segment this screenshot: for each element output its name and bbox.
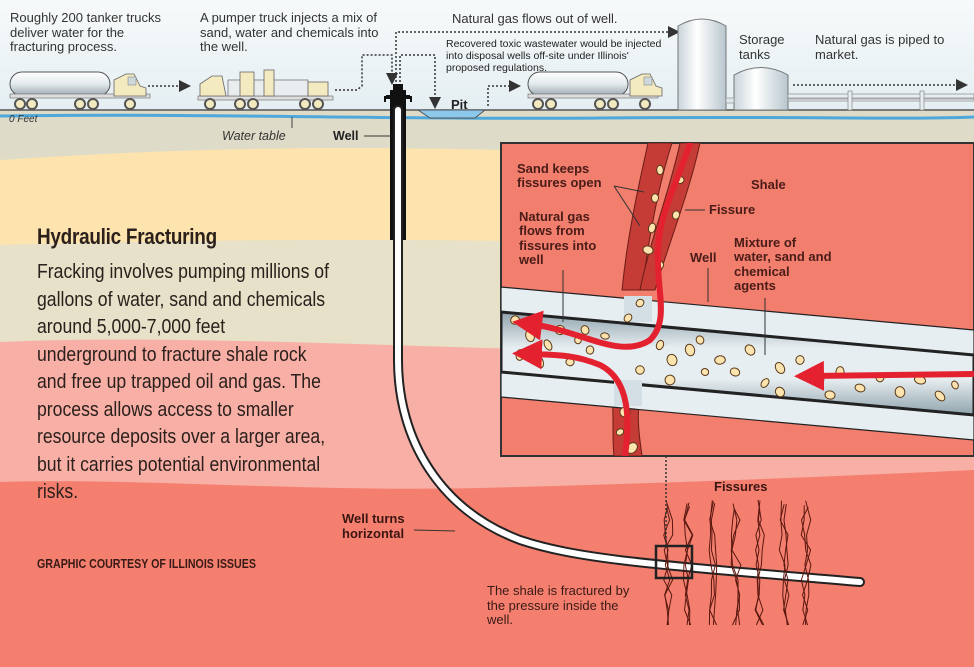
- sky: [0, 0, 974, 112]
- inset-well-label: Well: [690, 250, 717, 265]
- shale-layer: [0, 470, 974, 667]
- sand-grain: [666, 353, 678, 367]
- well-turns-label: Well turns horizontal: [342, 511, 405, 541]
- mixture-label: Mixture of water, sand and chemical agen…: [734, 235, 832, 293]
- zero-feet-label: 0 Feet: [9, 114, 38, 125]
- fissure-strand: [800, 506, 812, 626]
- fissure-strand: [709, 501, 718, 626]
- sand-grain: [623, 313, 633, 323]
- sand-grain: [642, 245, 654, 255]
- sand-grain: [714, 355, 726, 365]
- sand-grain: [655, 339, 665, 351]
- detail-focus-box: [654, 544, 694, 580]
- tanker-truck-2: [527, 71, 663, 110]
- fissure-strand: [682, 506, 691, 626]
- fracture-caption: The shale is fractured by the pressure i…: [487, 583, 630, 628]
- sand-label: Sand keeps fissures open: [517, 161, 602, 191]
- storage-caption: Storage tanks: [739, 32, 785, 62]
- fissure-strand: [783, 504, 790, 626]
- fissure-strand: [730, 508, 740, 626]
- pit-label: Pit: [451, 97, 468, 112]
- market-caption: Natural gas is piped to market.: [815, 32, 945, 62]
- fissure-strand: [779, 504, 790, 626]
- sand-grain: [651, 193, 659, 203]
- well-label: Well: [333, 129, 359, 143]
- diagram-title: Hydraulic Fracturing: [37, 224, 217, 249]
- sand-grain: [543, 339, 553, 351]
- fissure-strand: [663, 507, 671, 626]
- sand-grain: [951, 380, 959, 390]
- well-bore: [390, 105, 865, 587]
- sand-grain: [647, 222, 657, 234]
- fissure-label: Fissure: [709, 202, 756, 217]
- fissures-label: Fissures: [714, 479, 768, 494]
- gas-out-caption: Natural gas flows out of well.: [452, 11, 618, 26]
- sand-grain: [671, 210, 681, 220]
- sand-grain: [894, 386, 906, 398]
- sand-grain: [580, 325, 590, 335]
- water-table-label: Water table: [222, 129, 286, 143]
- sand-grain: [635, 298, 645, 308]
- fissure-strand: [684, 502, 694, 626]
- sand-grain: [824, 390, 836, 400]
- tanker-caption: Roughly 200 tanker trucks deliver water …: [10, 10, 162, 55]
- sand-grain: [695, 335, 705, 345]
- pumper-truck: [197, 69, 334, 110]
- sand-grain: [774, 361, 786, 375]
- credit-line: GRAPHIC COURTESY OF ILLINOIS ISSUES: [37, 556, 256, 571]
- sand-grain: [760, 378, 770, 388]
- fissure-strand: [708, 500, 718, 626]
- sand-grain: [684, 343, 696, 357]
- sand-grain: [600, 332, 610, 340]
- pit: [416, 109, 487, 119]
- description-text: Fracking involves pumping millions of ga…: [37, 260, 329, 503]
- well-turns-leader: [413, 529, 456, 532]
- fissure-strand: [800, 505, 812, 626]
- fissure-strand: [663, 505, 673, 626]
- fissure-strand: [663, 500, 674, 626]
- storage-tanks: [677, 18, 789, 111]
- sand-grain: [700, 368, 710, 376]
- pipeline: [787, 90, 974, 111]
- fissure-strand: [755, 500, 764, 626]
- tanker-truck-1: [9, 71, 151, 110]
- water-table-line: [0, 113, 974, 120]
- sand-grain: [729, 367, 741, 377]
- flow-arrows-wellhead: [335, 26, 968, 109]
- sand-grain: [656, 164, 664, 176]
- fissure-strand: [755, 507, 765, 626]
- fissure-strand: [804, 500, 812, 626]
- sand-grain: [585, 345, 595, 355]
- sand-grain: [615, 428, 625, 436]
- gas-flow-label: Natural gas flows from fissures into wel…: [519, 209, 597, 267]
- sand-grain: [744, 344, 756, 356]
- sand-grain: [635, 365, 645, 375]
- inset-detail: [500, 142, 974, 457]
- sand-grain: [854, 383, 866, 393]
- sand-grain: [664, 374, 676, 386]
- pumper-caption: A pumper truck injects a mix of sand, wa…: [200, 10, 379, 55]
- fissures-group: [663, 499, 812, 626]
- sand-grain: [774, 386, 786, 398]
- wastewater-caption: Recovered toxic wastewater would be inje…: [446, 38, 662, 74]
- fissure-strand: [730, 507, 741, 626]
- sand-grain: [934, 390, 946, 402]
- shale-label: Shale: [751, 177, 786, 192]
